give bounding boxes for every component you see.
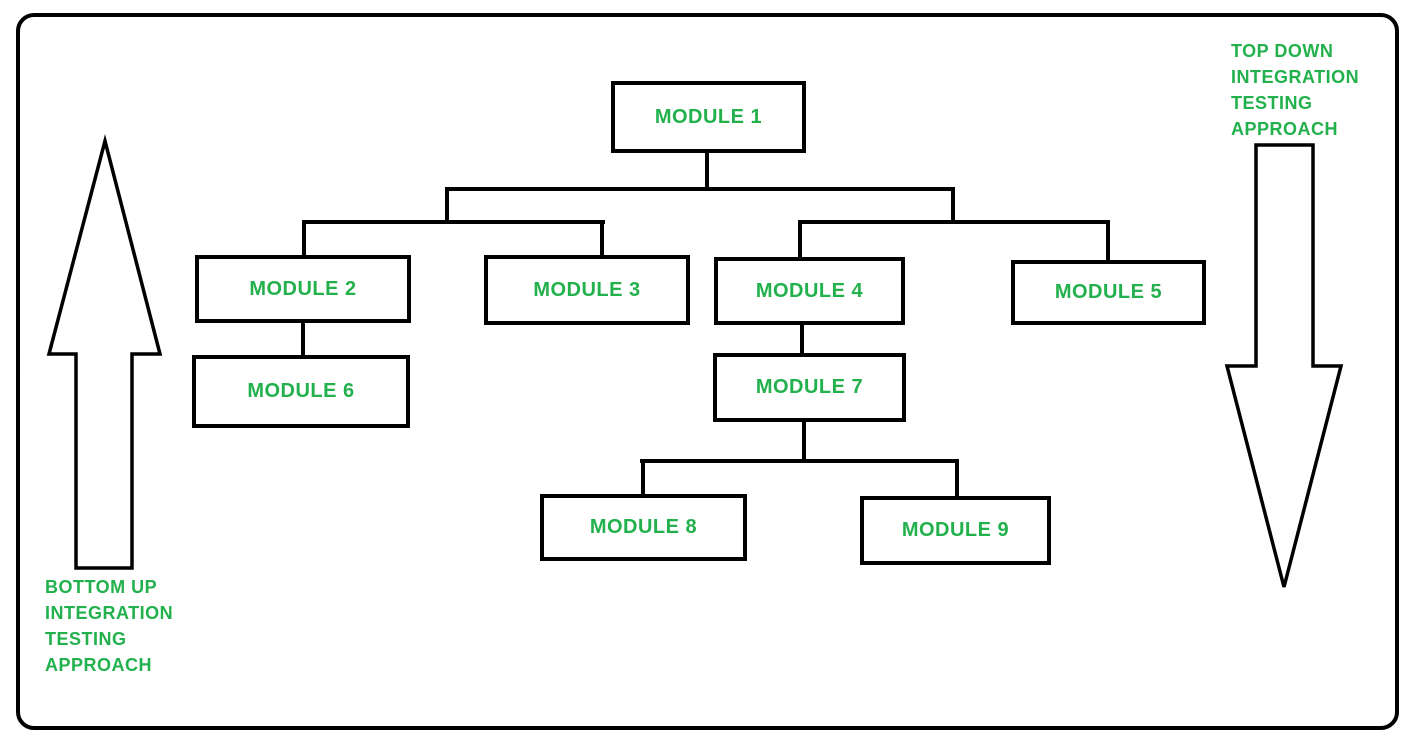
module-1-box: MODULE 1 — [611, 81, 806, 153]
bottom-up-label-line-4: APPROACH — [45, 655, 153, 675]
module-8-box: MODULE 8 — [540, 494, 747, 561]
module-3-box: MODULE 3 — [484, 255, 690, 325]
module-4-box: MODULE 4 — [714, 257, 905, 325]
module-5-box: MODULE 5 — [1011, 260, 1206, 325]
down-arrow-icon — [1224, 143, 1344, 588]
top-down-label-line-4: APPROACH — [1231, 119, 1339, 139]
bottom-up-label: BOTTOM UP INTEGRATION TESTING APPROACH — [45, 574, 173, 678]
outer-frame — [16, 13, 1399, 730]
bottom-up-label-line-3: TESTING — [45, 629, 127, 649]
top-down-label-line-3: TESTING — [1231, 93, 1313, 113]
module-6-box: MODULE 6 — [192, 355, 410, 428]
bottom-up-label-line-2: INTEGRATION — [45, 603, 174, 623]
up-arrow-icon — [46, 134, 163, 570]
connectors — [301, 151, 1110, 498]
module-7-box: MODULE 7 — [713, 353, 906, 422]
bottom-up-label-line-1: BOTTOM UP — [45, 577, 158, 597]
top-down-label-line-2: INTEGRATION — [1231, 67, 1360, 87]
top-down-label-line-1: TOP DOWN — [1231, 41, 1334, 61]
module-2-box: MODULE 2 — [195, 255, 411, 323]
module-9-box: MODULE 9 — [860, 496, 1051, 565]
top-down-label: TOP DOWN INTEGRATION TESTING APPROACH — [1231, 38, 1359, 142]
